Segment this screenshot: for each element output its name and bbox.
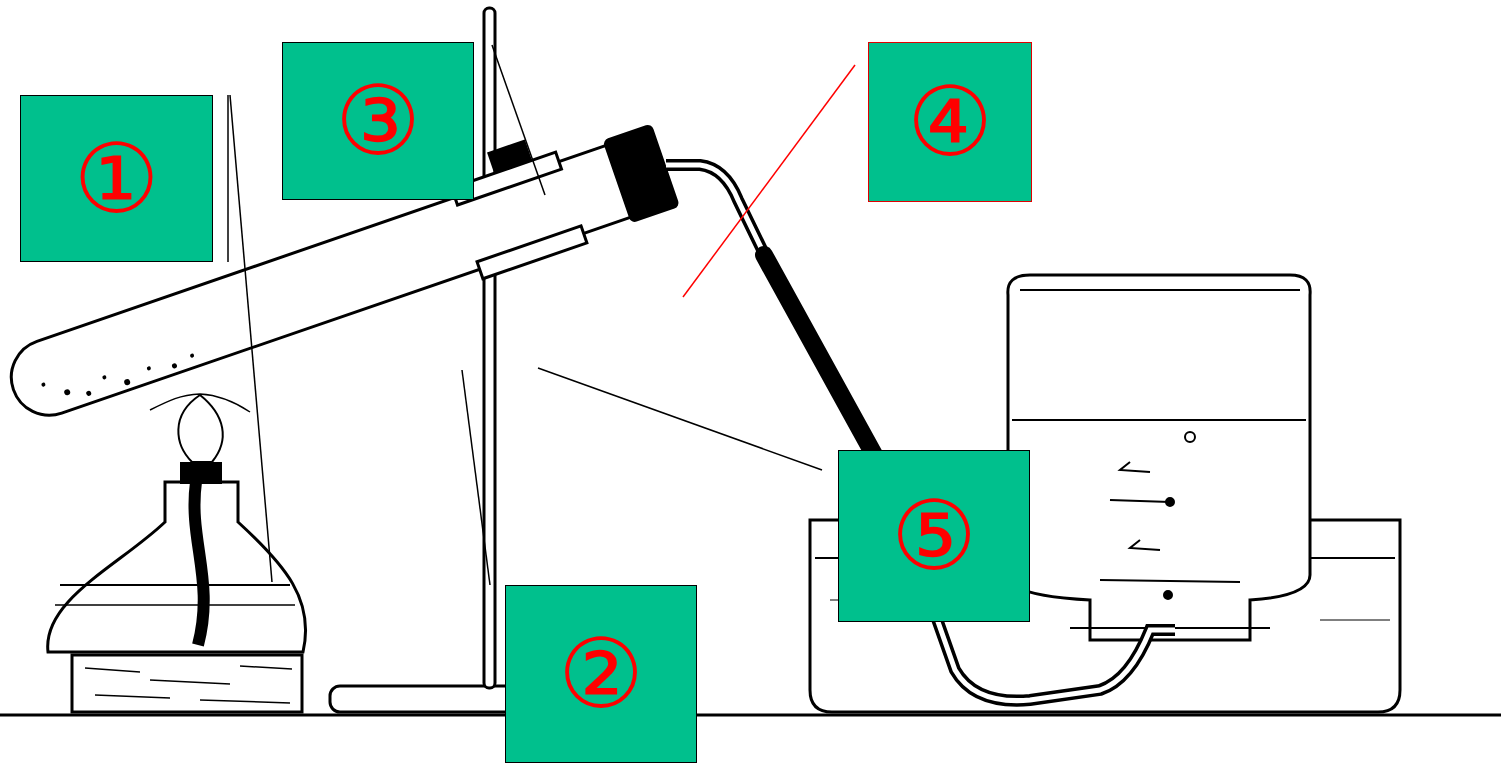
callout-number: ① bbox=[73, 131, 159, 227]
powder-dot bbox=[86, 390, 92, 396]
lamp-block bbox=[72, 655, 302, 712]
hatch-line bbox=[95, 695, 170, 698]
water-line bbox=[1320, 620, 1390, 621]
bottle-water-level bbox=[1012, 419, 1306, 421]
callout-number: ② bbox=[558, 626, 644, 722]
lamp-wick bbox=[194, 482, 203, 645]
flame bbox=[178, 395, 222, 462]
leader-line bbox=[683, 65, 855, 297]
bubble bbox=[1166, 498, 1174, 506]
hatch-line bbox=[85, 668, 140, 672]
gas-bottle bbox=[1008, 275, 1310, 640]
callout-box: ① bbox=[20, 95, 213, 262]
flame-top bbox=[150, 394, 250, 412]
bubble bbox=[1185, 432, 1195, 442]
powder-dot bbox=[123, 378, 131, 386]
wave-line bbox=[1110, 500, 1170, 502]
bottle-base-line bbox=[1020, 289, 1300, 291]
leader-line bbox=[538, 368, 822, 470]
bubble-mark bbox=[1130, 540, 1160, 550]
alcohol-lamp bbox=[48, 482, 306, 652]
wick-holder bbox=[180, 462, 222, 484]
powder-dot bbox=[102, 375, 107, 380]
powder-dot bbox=[146, 366, 151, 371]
clamp-screw bbox=[487, 139, 532, 173]
hatch-line bbox=[240, 666, 292, 669]
wave-line bbox=[1100, 580, 1240, 582]
callout-number: ③ bbox=[335, 73, 421, 169]
stand-base bbox=[330, 686, 522, 712]
bubble bbox=[1164, 591, 1172, 599]
callout-box: ④ bbox=[868, 42, 1032, 202]
delivery-tube-outline bbox=[666, 165, 768, 262]
callout-box: ③ bbox=[282, 42, 474, 200]
callout-number: ④ bbox=[907, 74, 993, 170]
rubber-stopper bbox=[602, 123, 680, 223]
leader-line bbox=[230, 95, 272, 582]
delivery-tube bbox=[666, 165, 768, 262]
alcohol-level bbox=[60, 584, 290, 586]
leader-line bbox=[492, 45, 545, 195]
powder-dot bbox=[171, 363, 177, 369]
wood-hatch bbox=[85, 666, 292, 703]
powder-dot bbox=[63, 388, 71, 396]
powder-dot bbox=[41, 382, 46, 387]
leader-line bbox=[227, 95, 229, 262]
callout-box: ② bbox=[505, 585, 697, 763]
stand-rod bbox=[484, 8, 495, 688]
solid-reactant bbox=[41, 333, 196, 412]
leader-line bbox=[462, 370, 490, 585]
alcohol-level bbox=[55, 604, 295, 606]
hatch-line bbox=[200, 700, 290, 703]
hatch-line bbox=[150, 680, 230, 684]
callout-box: ⑤ bbox=[838, 450, 1030, 622]
clamp-jaw bbox=[477, 226, 587, 279]
bottle-marks bbox=[1100, 432, 1240, 599]
rubber-tube bbox=[764, 255, 888, 480]
powder-dot bbox=[190, 353, 195, 358]
callout-number: ⑤ bbox=[891, 488, 977, 584]
table-line bbox=[0, 714, 1501, 717]
bubble-mark bbox=[1120, 462, 1150, 472]
